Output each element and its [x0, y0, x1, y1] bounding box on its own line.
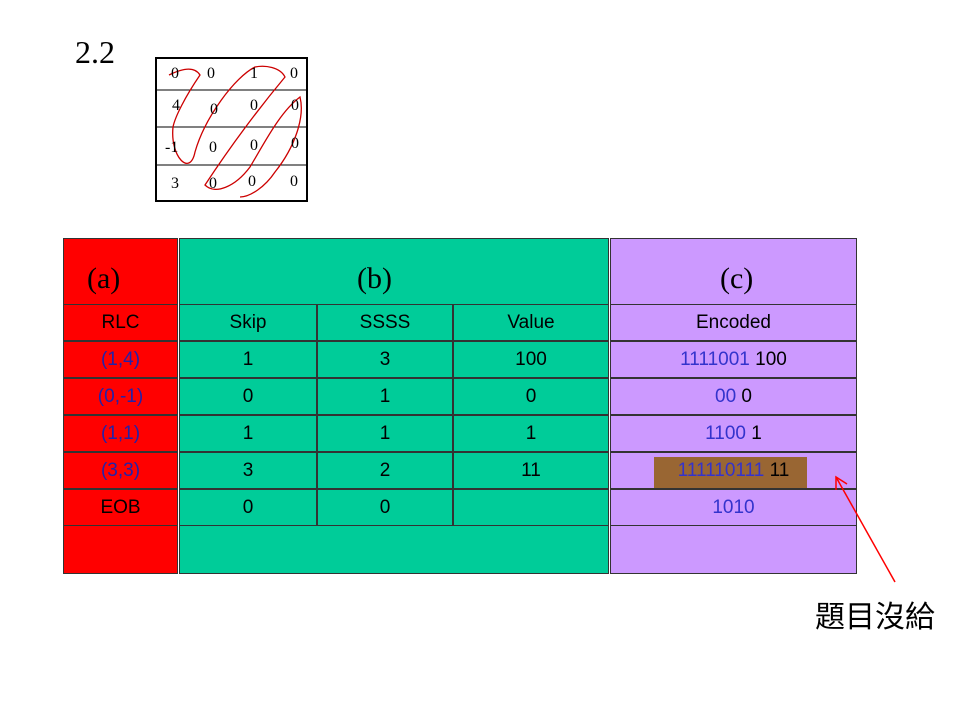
- cell-value: 11: [453, 452, 609, 489]
- cell-skip: 1: [179, 415, 317, 452]
- cell-ssss: 3: [317, 341, 453, 378]
- cell-value: 100: [453, 341, 609, 378]
- encoded-value: 100: [755, 348, 787, 370]
- encoded-code: 1100: [705, 422, 746, 444]
- matrix-cell: 0: [290, 65, 298, 82]
- header-rlc: RLC: [63, 304, 178, 341]
- section-label-c: (c): [720, 262, 754, 295]
- cell-value: 0: [453, 378, 609, 415]
- matrix-cell: 1: [250, 65, 258, 82]
- matrix-cell: 0: [250, 137, 258, 154]
- annotation-note: 題目沒給: [815, 600, 935, 635]
- cell-ssss: 2: [317, 452, 453, 489]
- cell-encoded: 00 0: [610, 378, 857, 415]
- matrix-cell: 4: [172, 97, 180, 114]
- matrix-cell: 0: [291, 135, 299, 152]
- cell-ssss: 1: [317, 378, 453, 415]
- column-b-background: [179, 238, 609, 574]
- header-ssss: SSSS: [317, 304, 453, 341]
- matrix-cell: 0: [248, 173, 256, 190]
- encoded-value: 1: [751, 422, 762, 444]
- cell-ssss: 1: [317, 415, 453, 452]
- section-number: 2.2: [75, 34, 115, 70]
- cell-ssss: 0: [317, 489, 453, 526]
- cell-rlc: EOB: [63, 489, 178, 526]
- encoded-code: 1111001: [680, 348, 750, 370]
- matrix-cell: 0: [207, 65, 215, 82]
- encoded-code: 111110111: [677, 459, 765, 481]
- matrix-cell: 0: [250, 97, 258, 114]
- coefficient-matrix: 0 0 1 0 4 0 0 0 -1 0 0 0 3 0 0 0: [155, 57, 308, 202]
- section-label-b: (b): [357, 262, 392, 295]
- zigzag-scan-path: [168, 65, 302, 198]
- cell-rlc: (1,1): [63, 415, 178, 452]
- cell-value: [453, 489, 609, 526]
- cell-encoded: 1100 1: [610, 415, 857, 452]
- cell-encoded: 111110111 11: [610, 452, 857, 489]
- cell-skip: 0: [179, 378, 317, 415]
- matrix-grid: [155, 57, 308, 202]
- cell-value: 1: [453, 415, 609, 452]
- matrix-cell: 0: [171, 65, 179, 82]
- encoded-highlight: [654, 457, 807, 489]
- matrix-cell: -1: [165, 139, 179, 156]
- header-value: Value: [453, 304, 609, 341]
- cell-rlc: (0,-1): [63, 378, 178, 415]
- cell-skip: 3: [179, 452, 317, 489]
- matrix-cell: 3: [171, 175, 179, 192]
- column-a-background: [63, 238, 178, 574]
- header-skip: Skip: [179, 304, 317, 341]
- header-encoded: Encoded: [610, 304, 857, 341]
- section-label-a: (a): [87, 262, 121, 295]
- matrix-cell: 0: [290, 173, 298, 190]
- cell-encoded: 1010: [610, 489, 857, 526]
- cell-rlc: (1,4): [63, 341, 178, 378]
- encoded-value: 0: [741, 385, 752, 407]
- cell-skip: 0: [179, 489, 317, 526]
- cell-rlc: (3,3): [63, 452, 178, 489]
- cell-encoded: 1111001 100: [610, 341, 857, 378]
- matrix-cell: 0: [209, 175, 217, 192]
- matrix-cell: 0: [210, 101, 218, 118]
- encoded-value: 11: [769, 459, 790, 481]
- matrix-cell: 0: [209, 139, 217, 156]
- encoded-code: 00: [715, 385, 737, 407]
- encoded-code: 1010: [712, 496, 755, 518]
- column-c-background: [610, 238, 857, 574]
- cell-skip: 1: [179, 341, 317, 378]
- matrix-cell: 0: [291, 97, 299, 114]
